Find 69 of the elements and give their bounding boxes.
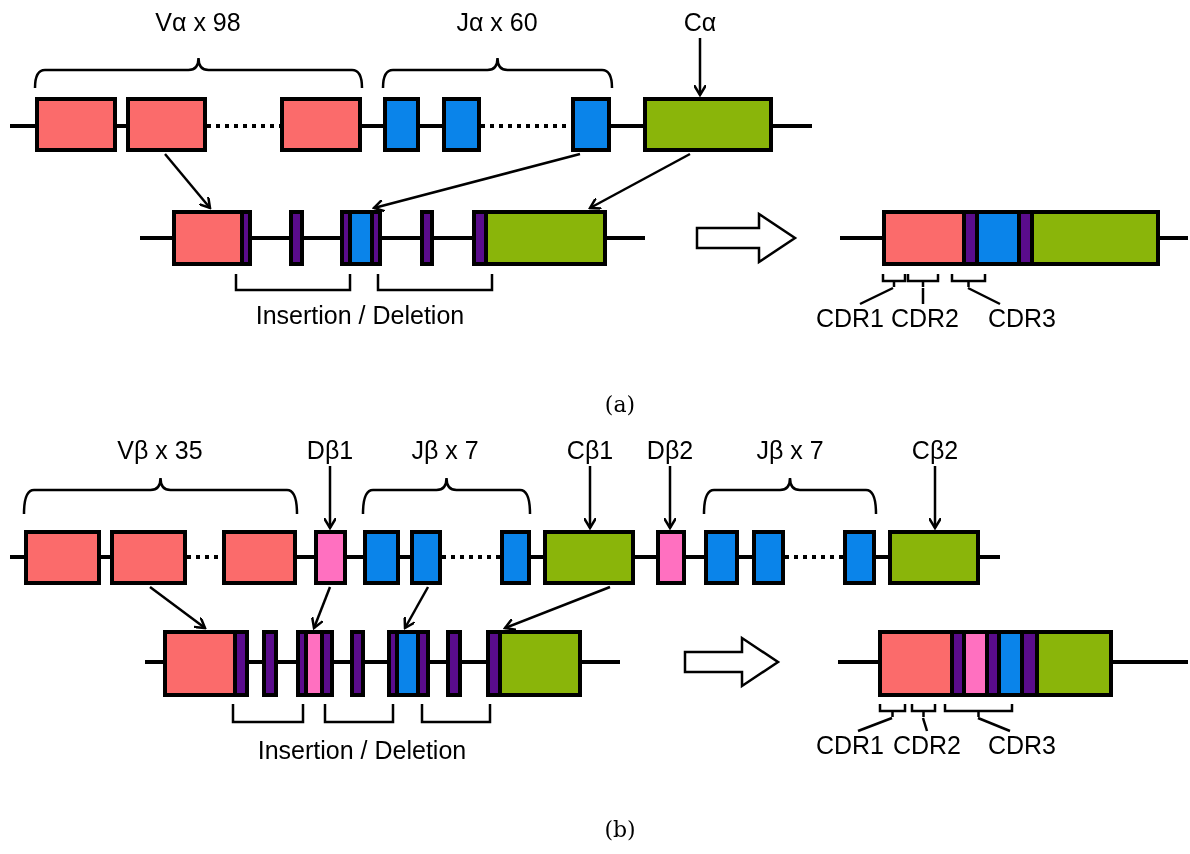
j-gene-segment — [752, 530, 785, 585]
arrow — [662, 466, 678, 530]
junction-bar — [262, 630, 278, 697]
j-gene-segment — [363, 530, 400, 585]
segment-label: Dβ1 — [306, 437, 354, 463]
group-label: Vβ x 35 — [117, 437, 203, 463]
bracket — [878, 702, 907, 719]
j-gene-segment — [442, 97, 481, 152]
group-label: Vα x 98 — [155, 9, 241, 35]
leader-line — [921, 717, 929, 732]
leader-line — [857, 716, 893, 733]
arrow — [588, 152, 691, 210]
arrow — [582, 466, 598, 530]
junction-bar — [350, 630, 365, 697]
c-gene-segment — [643, 97, 773, 152]
arrow — [503, 585, 611, 632]
segment-label: Dβ2 — [646, 437, 694, 463]
bracket — [950, 272, 987, 289]
group-label: Jβ x 7 — [756, 437, 824, 463]
junction-bar — [420, 210, 434, 266]
segment-label: CDR3 — [987, 732, 1057, 758]
j-gene-segment — [843, 530, 876, 585]
panel-label: (a) — [604, 394, 636, 416]
junction-bar — [289, 210, 304, 266]
j-gene-segment — [383, 97, 420, 152]
arrow — [692, 38, 708, 97]
d-gene-segment — [656, 530, 686, 585]
c-gene-segment — [543, 530, 635, 585]
arrow — [372, 152, 581, 213]
group-label: Jα x 60 — [456, 9, 538, 35]
bracket — [943, 702, 1014, 719]
panel-label: (b) — [604, 819, 636, 841]
arrow — [310, 586, 332, 630]
group-label: Jβ x 7 — [411, 437, 479, 463]
group-label: Insertion / Deletion — [255, 302, 465, 328]
j-gene-segment — [704, 530, 739, 585]
v-gene-segment — [110, 530, 187, 585]
leader-line — [977, 716, 1011, 733]
v-gene-segment — [280, 97, 362, 152]
segment-label: Cβ1 — [566, 437, 614, 463]
group-label: Insertion / Deletion — [257, 737, 467, 763]
j-gene-segment — [410, 530, 442, 585]
segment-label: CDR2 — [892, 732, 962, 758]
leader-line — [921, 288, 925, 304]
d-gene-segment — [314, 530, 347, 585]
arrow — [403, 586, 430, 630]
c-gene-segment — [888, 530, 980, 585]
segment-label: Cβ2 — [911, 437, 959, 463]
arrow — [149, 586, 207, 630]
j-gene-segment — [500, 530, 531, 585]
bracket — [881, 272, 907, 289]
v-gene-segment — [222, 530, 297, 585]
segment-label: Cα — [683, 9, 717, 35]
arrow — [322, 466, 338, 530]
bracket — [910, 702, 937, 719]
v-gene-segment — [126, 97, 207, 152]
segment-label: CDR1 — [815, 305, 885, 331]
j-gene-segment — [571, 97, 611, 152]
arrow — [927, 466, 943, 530]
v-gene-segment — [35, 97, 117, 152]
segment-label: CDR3 — [987, 305, 1057, 331]
junction-bar — [446, 630, 462, 697]
leader-line — [967, 286, 1001, 306]
bracket — [906, 272, 940, 289]
segment-label: CDR2 — [890, 305, 960, 331]
arrow — [164, 153, 212, 210]
v-gene-segment — [24, 530, 101, 585]
segment-label: CDR1 — [815, 732, 885, 758]
leader-line — [859, 286, 894, 306]
